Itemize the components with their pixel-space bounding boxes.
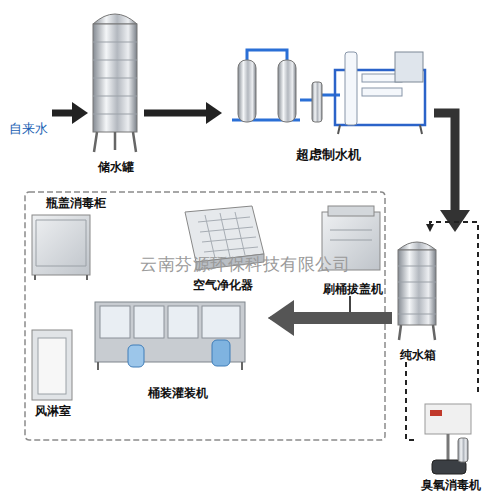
equipment-label: 自来水 [0,122,72,136]
tank-top [398,242,436,250]
filter-vessel [278,60,296,122]
equipment-node: 瓶盖消毒柜 [28,196,123,282]
pure-water-tank [398,242,436,340]
machine-legs [338,125,422,134]
tank-legs [399,325,435,340]
flow-arrow [430,222,478,392]
equipment-node: 臭氧消毒机 [415,392,487,492]
ultrafilter-machine [232,50,425,134]
flow-arrow [52,110,72,117]
machine-top [328,206,374,216]
equipment-node: 刷桶拔盖机 [318,200,388,296]
room-body [32,330,72,400]
cap-cabinet [32,215,90,280]
glass-panel [100,306,130,338]
control-box [395,52,423,82]
flow-arrow [144,110,206,117]
equipment-node: 桶装灌装机 [88,290,268,400]
ozone-machine [425,404,471,474]
cabinet-legs [35,275,87,280]
control-panel [425,404,471,434]
tank-bands [93,42,137,114]
room-door [38,338,66,394]
tank-body [93,24,137,132]
machine-legs [98,362,242,370]
indicator [430,410,442,416]
source-node: 自来水 [4,104,52,136]
filling-machine [95,302,245,370]
equipment-label: 瓶盖消毒柜 [8,196,143,210]
equipment-label: 空气净化器 [155,278,290,292]
filter-vessel [238,60,256,122]
equipment-node: 风淋室 [22,318,84,418]
panel-lines [330,230,372,240]
equipment-node: 纯水箱 [392,232,444,362]
glass-panel [202,306,240,338]
equipment-label: 纯水箱 [372,348,464,362]
equipment-node: 空气净化器 [175,196,270,292]
equipment-node: 超虑制水机 [222,40,434,162]
ozone-cylinder [458,438,468,462]
equipment-label: 储水罐 [68,160,164,174]
water-bottle [212,340,230,366]
tank-legs [94,132,136,152]
membrane-tube [362,88,402,96]
equipment-label: 超虑制水机 [202,148,454,162]
air-shower-room [32,330,72,400]
water-bottle [128,345,144,367]
equipment-label: 桶装灌装机 [68,386,288,400]
equipment-label: 刷桶拔盖机 [298,282,408,296]
flow-arrow [294,312,392,324]
storage-tank [93,14,137,152]
flow-arrow [434,113,455,210]
watermark: 云南芬源环保科技有限公司 [140,253,350,276]
support-pole [447,434,450,462]
glass-panel [134,306,164,338]
tank-bands [398,266,436,314]
equipment-label: 臭氧消毒机 [395,478,500,492]
flow-arrow [406,362,415,440]
cabinet-body [32,215,90,275]
cabinet-door [36,220,86,266]
purifier-body [185,206,264,262]
filter-grid [198,212,258,258]
tank-body [398,250,436,325]
glass-panel [168,306,198,338]
tank-top [93,14,137,24]
cartridge-filter [312,82,322,122]
membrane-tube [345,52,357,125]
equipment-node: 储水罐 [88,12,144,174]
equipment-label: 风淋室 [2,404,104,418]
